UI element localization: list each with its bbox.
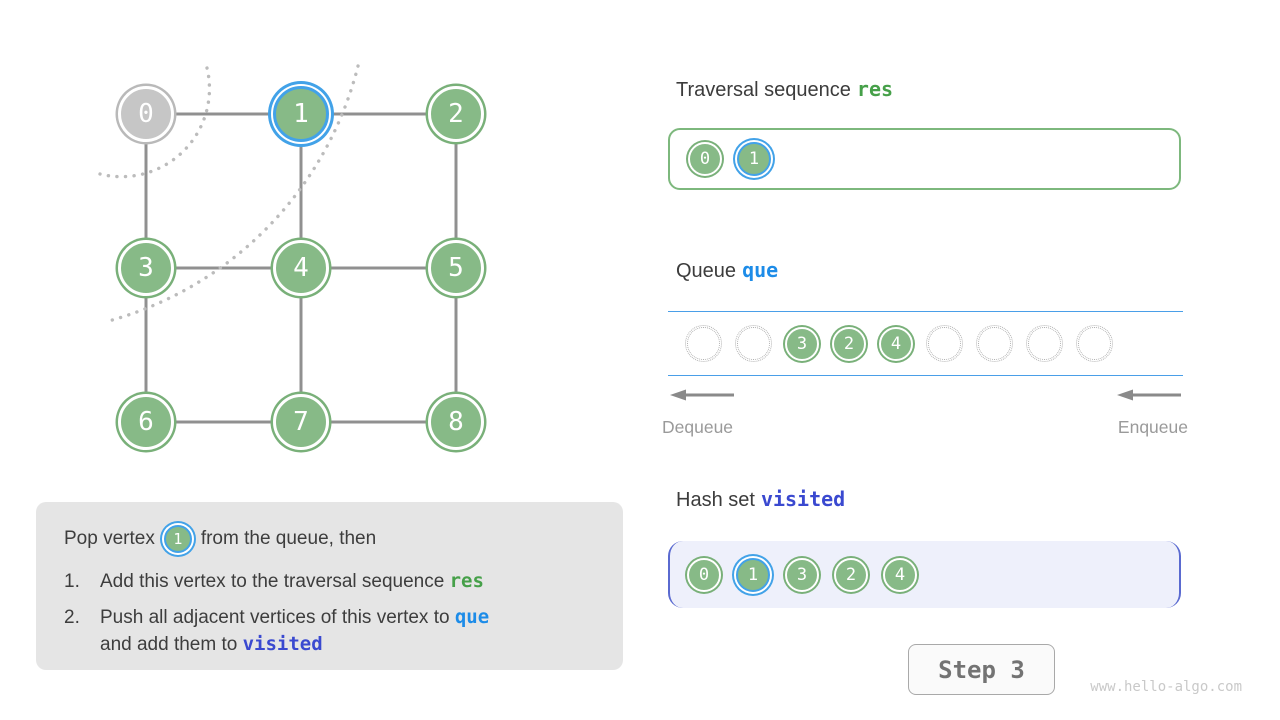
queue-slot: 2 — [832, 326, 866, 361]
step-button[interactable]: Step 3 — [908, 644, 1055, 695]
visited-item: 0 — [687, 557, 721, 592]
bfs-frontier-arc-outer — [103, 64, 360, 324]
graph-vertex-3: 3 — [118, 240, 174, 296]
queue-title-text: Queue — [676, 260, 737, 282]
item2-body: Push all adjacent vertices of this verte… — [100, 607, 455, 628]
site-url: www.hello-algo.com — [1090, 679, 1242, 695]
graph-vertex-5: 5 — [428, 240, 484, 296]
explanation-item-1: 1. Add this vertex to the traversal sequ… — [64, 568, 599, 595]
pop-vertex-line: Pop vertex 1 from the queue, then — [64, 519, 599, 559]
queue-slot — [685, 325, 722, 362]
explanation-item-2: 2. Push all adjacent vertices of this ve… — [64, 604, 599, 658]
graph-vertex-6: 6 — [118, 394, 174, 450]
queue-slot — [735, 325, 772, 362]
item1-code-res: res — [449, 570, 484, 592]
visited-item: 1 — [736, 557, 770, 592]
dequeue-arrow-icon — [670, 389, 734, 401]
item2-number: 2. — [64, 607, 80, 628]
item2-code-visited: visited — [242, 633, 323, 655]
graph-canvas: 0 1 2 3 4 5 6 7 8 — [0, 0, 560, 490]
bfs-frontier-arc-inner — [98, 66, 212, 179]
queue-slot — [926, 325, 963, 362]
visited-item: 4 — [883, 557, 917, 592]
graph-vertex-8: 8 — [428, 394, 484, 450]
item1-body: Add this vertex to the traversal sequenc… — [100, 571, 450, 592]
queue-slot — [976, 325, 1013, 362]
visited-code-token: visited — [760, 487, 846, 511]
graph-vertex-2: 2 — [428, 86, 484, 142]
res-title-text: Traversal sequence — [676, 79, 851, 101]
pop-prefix-text: Pop vertex — [64, 528, 155, 549]
item1-text: Add this vertex to the traversal sequenc… — [100, 568, 599, 595]
enqueue-label: Enqueue — [1117, 417, 1188, 437]
item1-number: 1. — [64, 571, 80, 592]
graph-nodes: 0 1 2 3 4 5 6 7 8 — [0, 0, 560, 490]
item2-text: Push all adjacent vertices of this verte… — [100, 604, 599, 658]
queue-slot: 4 — [879, 326, 913, 361]
popped-vertex-chip: 1 — [163, 525, 192, 553]
enqueue-arrow-icon — [1117, 389, 1181, 401]
res-item: 1 — [737, 142, 771, 176]
pop-suffix-text: from the queue, then — [200, 528, 377, 549]
graph-vertex-1: 1 — [273, 86, 329, 142]
queue-slot — [1026, 325, 1063, 362]
visited-item: 3 — [785, 557, 819, 592]
graph-vertex-7: 7 — [273, 394, 329, 450]
visited-item: 2 — [834, 557, 868, 592]
item2-body-line2: and add them to — [100, 634, 243, 655]
dequeue-label: Dequeue — [662, 417, 734, 437]
res-code-token: res — [856, 77, 894, 101]
graph-vertex-4: 4 — [273, 240, 329, 296]
graph-vertex-0: 0 — [118, 86, 174, 142]
visited-title-text: Hash set — [676, 489, 755, 511]
explanation-panel: Pop vertex 1 from the queue, then 1. Add… — [36, 502, 623, 670]
queue-slot: 3 — [785, 326, 819, 361]
item2-code-que: que — [454, 606, 490, 628]
queue-code-token: que — [742, 258, 779, 282]
res-item: 0 — [688, 142, 722, 176]
queue-slot — [1076, 325, 1113, 362]
